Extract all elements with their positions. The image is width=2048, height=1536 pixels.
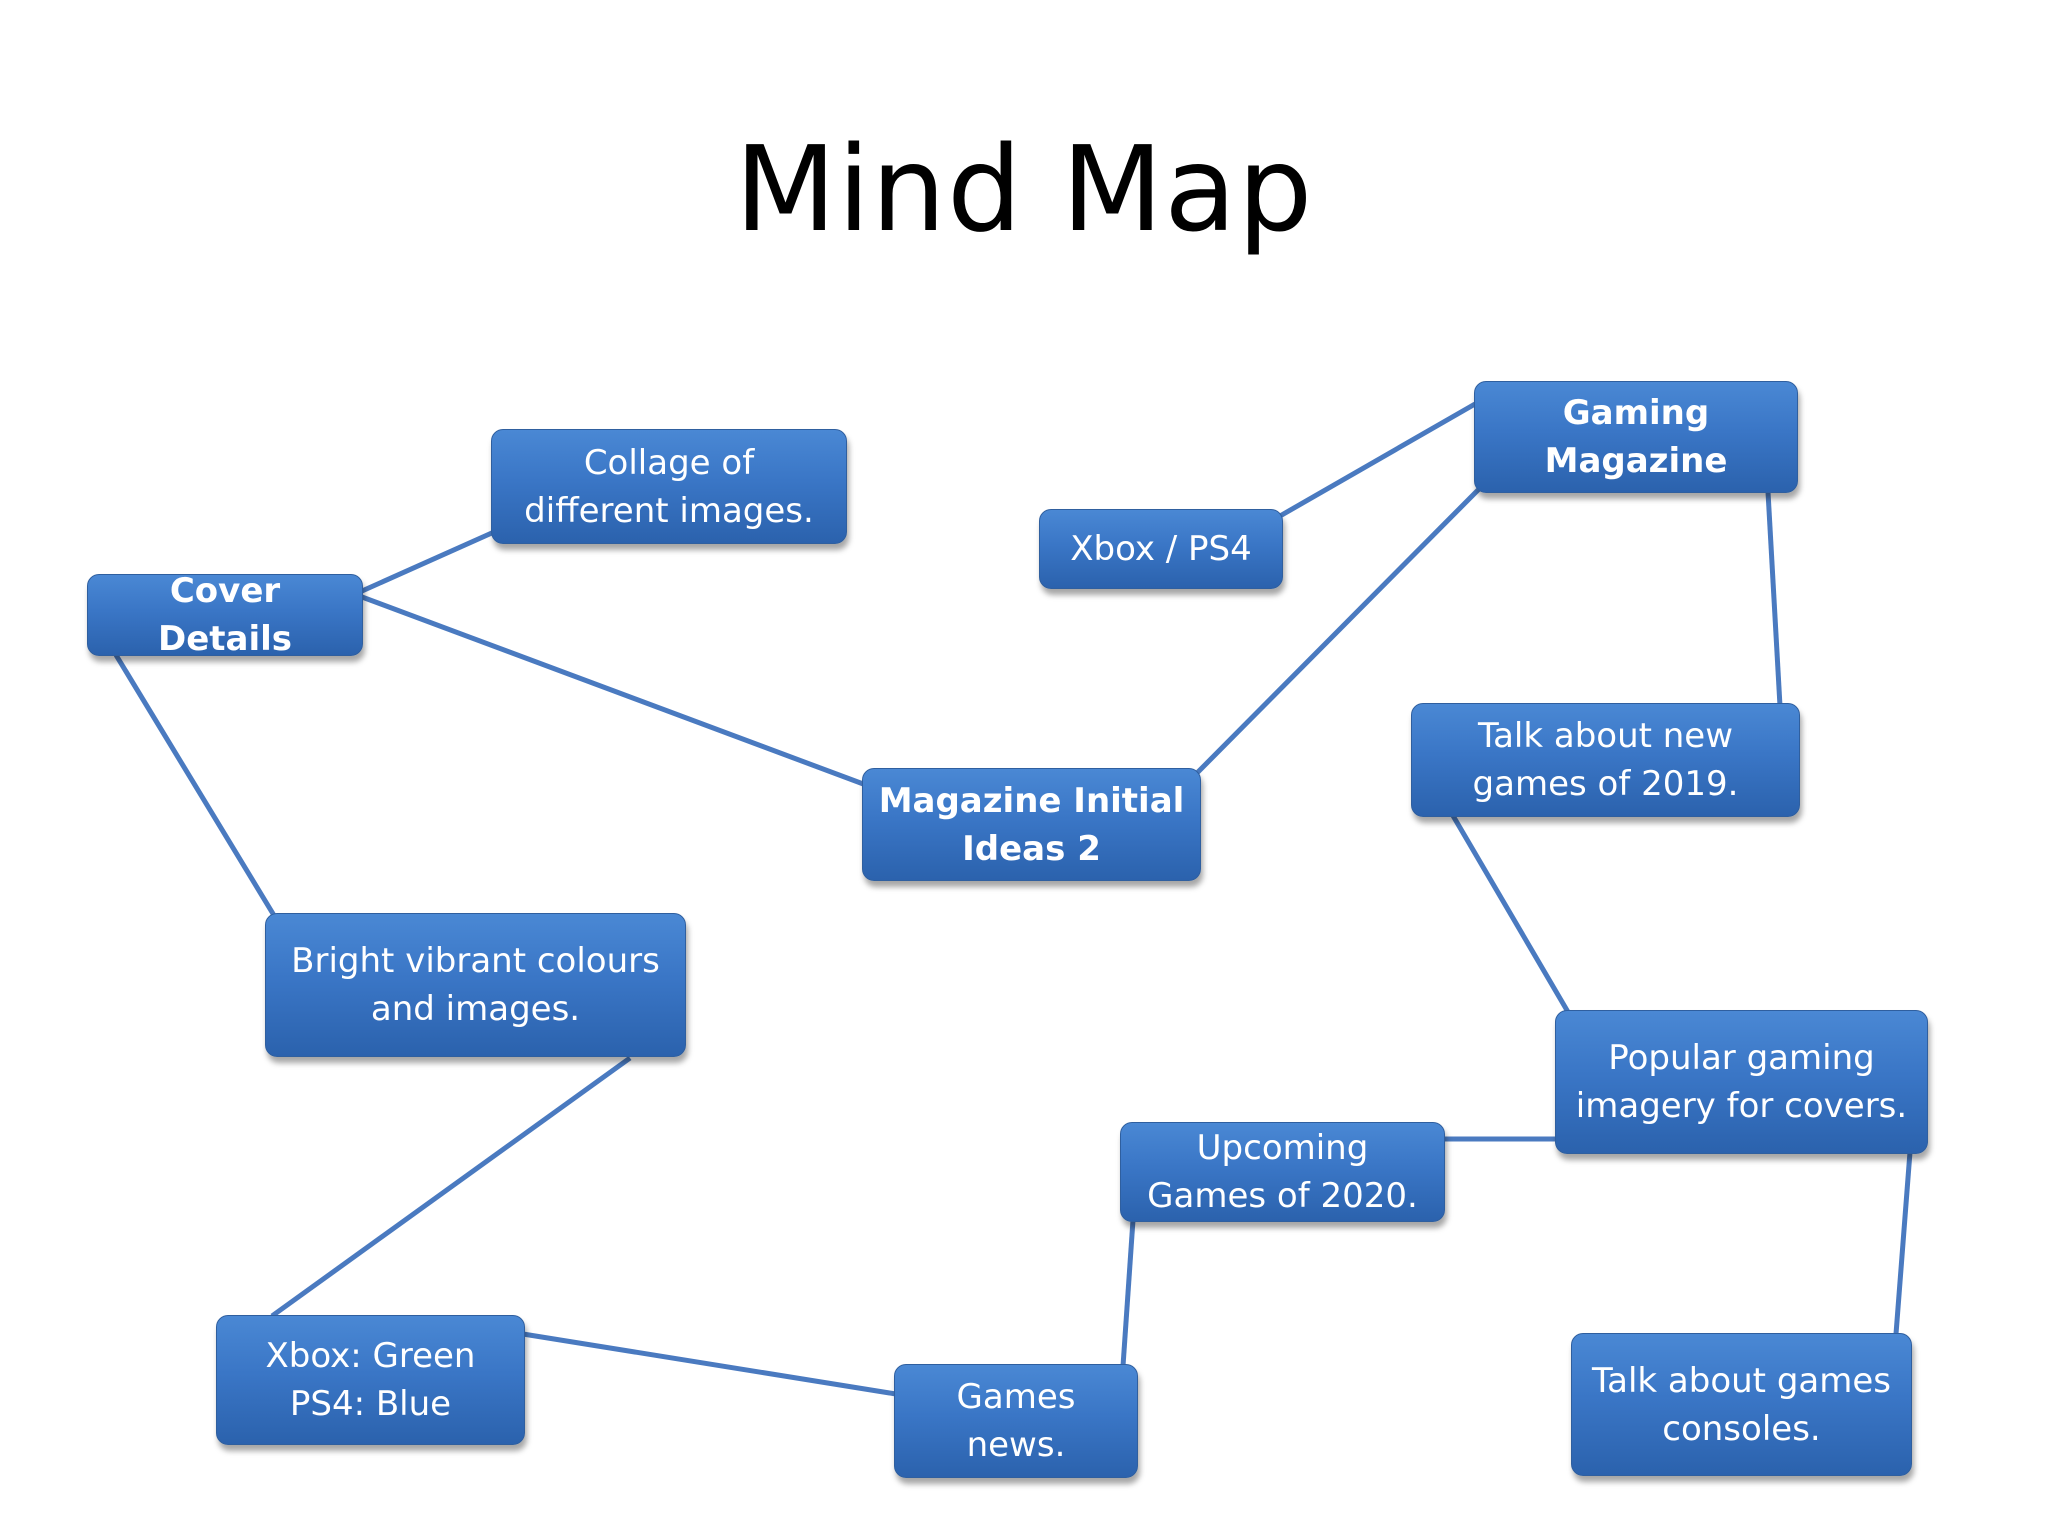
- node-xbox-green: Xbox: Green PS4: Blue: [216, 1315, 525, 1445]
- connector-xboxgreen-bright: [270, 1055, 632, 1319]
- connector-gaming-talknew: [1765, 491, 1783, 707]
- node-games-news: Games news.: [894, 1364, 1138, 1478]
- node-bright-colours: Bright vibrant colours and images.: [265, 913, 686, 1057]
- page-title: Mind Map: [734, 120, 1314, 258]
- node-xbox-ps4: Xbox / PS4: [1039, 509, 1283, 589]
- node-collage: Collage of different images.: [491, 429, 847, 544]
- node-initial-ideas: Magazine Initial Ideas 2: [862, 768, 1201, 881]
- connector-popular-consoles: [1893, 1151, 1913, 1335]
- connector-talknew-popular: [1449, 812, 1571, 1014]
- connector-cover-collage: [360, 529, 496, 594]
- node-talk-new-games: Talk about new games of 2019.: [1411, 703, 1800, 817]
- connector-news-xboxgreen: [522, 1331, 897, 1397]
- node-talk-consoles: Talk about games consoles.: [1571, 1333, 1912, 1476]
- node-cover-details: Cover Details: [87, 571, 363, 659]
- connector-gaming-xbox: [1278, 401, 1477, 519]
- connector-cover-ideas: [361, 594, 867, 788]
- connector-cover-bright: [113, 653, 281, 924]
- connector-ideas-gaming: [1194, 486, 1482, 776]
- node-upcoming-games: Upcoming Games of 2020.: [1120, 1122, 1445, 1222]
- connector-upcoming-news: [1120, 1219, 1136, 1367]
- node-gaming-magazine: Gaming Magazine: [1474, 381, 1798, 493]
- node-popular-imagery: Popular gaming imagery for covers.: [1555, 1010, 1928, 1154]
